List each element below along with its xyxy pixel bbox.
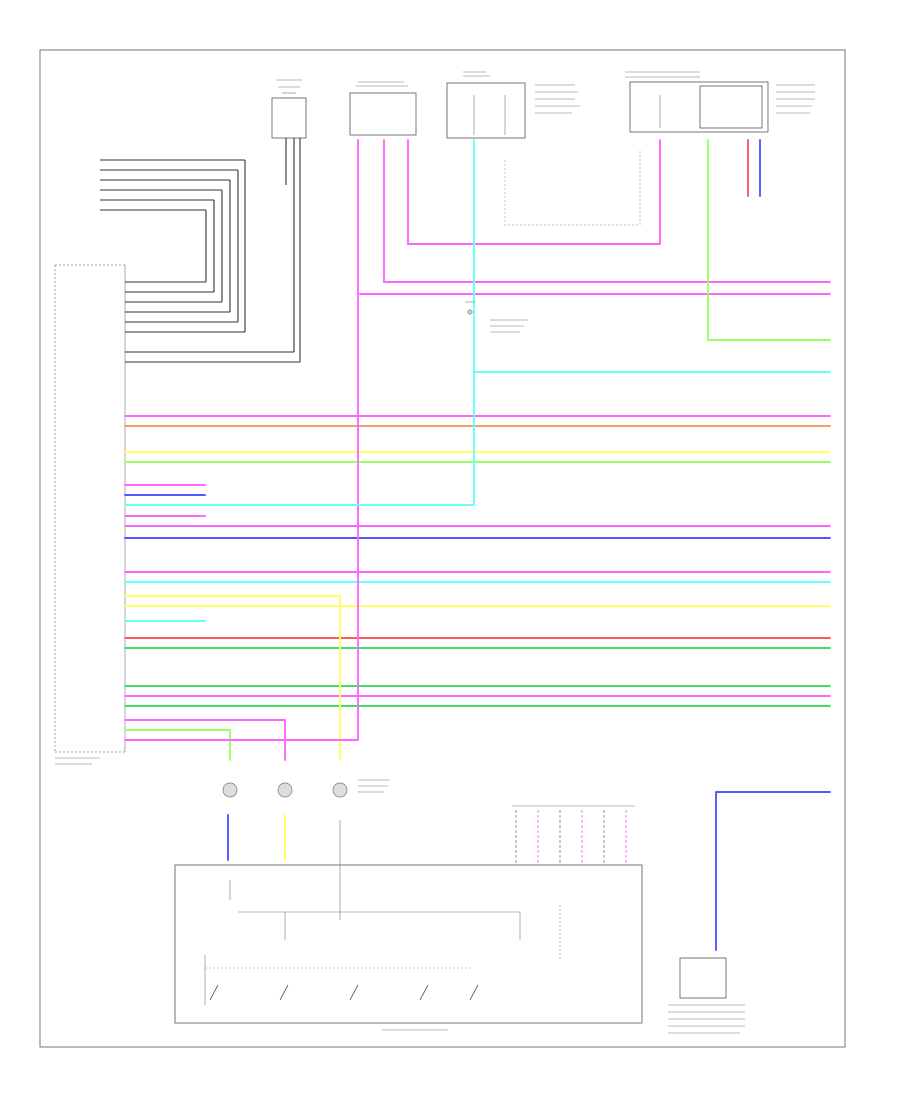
switch-contact-4 [419,984,429,1001]
wire-yellow-28 [124,595,341,761]
wire-ltgreen-21 [707,139,831,341]
wire-ltblue-19 [124,139,475,506]
wire-pink-16 [383,139,831,283]
wire-ltgreen-30 [124,729,231,761]
component-top-switch-box [349,81,417,136]
connector-round-row [222,779,390,798]
component-top-left-module [271,79,307,185]
diagram-frame [39,49,846,1048]
switch-contact-3 [349,984,359,1001]
wire-blue-34 [715,791,831,951]
switch-contact-2 [279,984,289,1001]
harness-black-left [100,159,301,363]
wire-group [124,139,831,1001]
component-bottom-right-module [668,957,745,1034]
switch-contact-1 [209,984,219,1001]
component-audio-unit [54,264,126,765]
splice-center-top [465,301,528,333]
component-fuse-box [446,71,580,139]
component-relay-box [625,71,815,133]
wire-pink-17 [407,139,661,245]
wire-gray-dashed [504,150,641,226]
component-steering-switch [174,820,643,1031]
switch-contact-5 [469,984,479,1001]
wire-pink-29 [124,719,286,761]
